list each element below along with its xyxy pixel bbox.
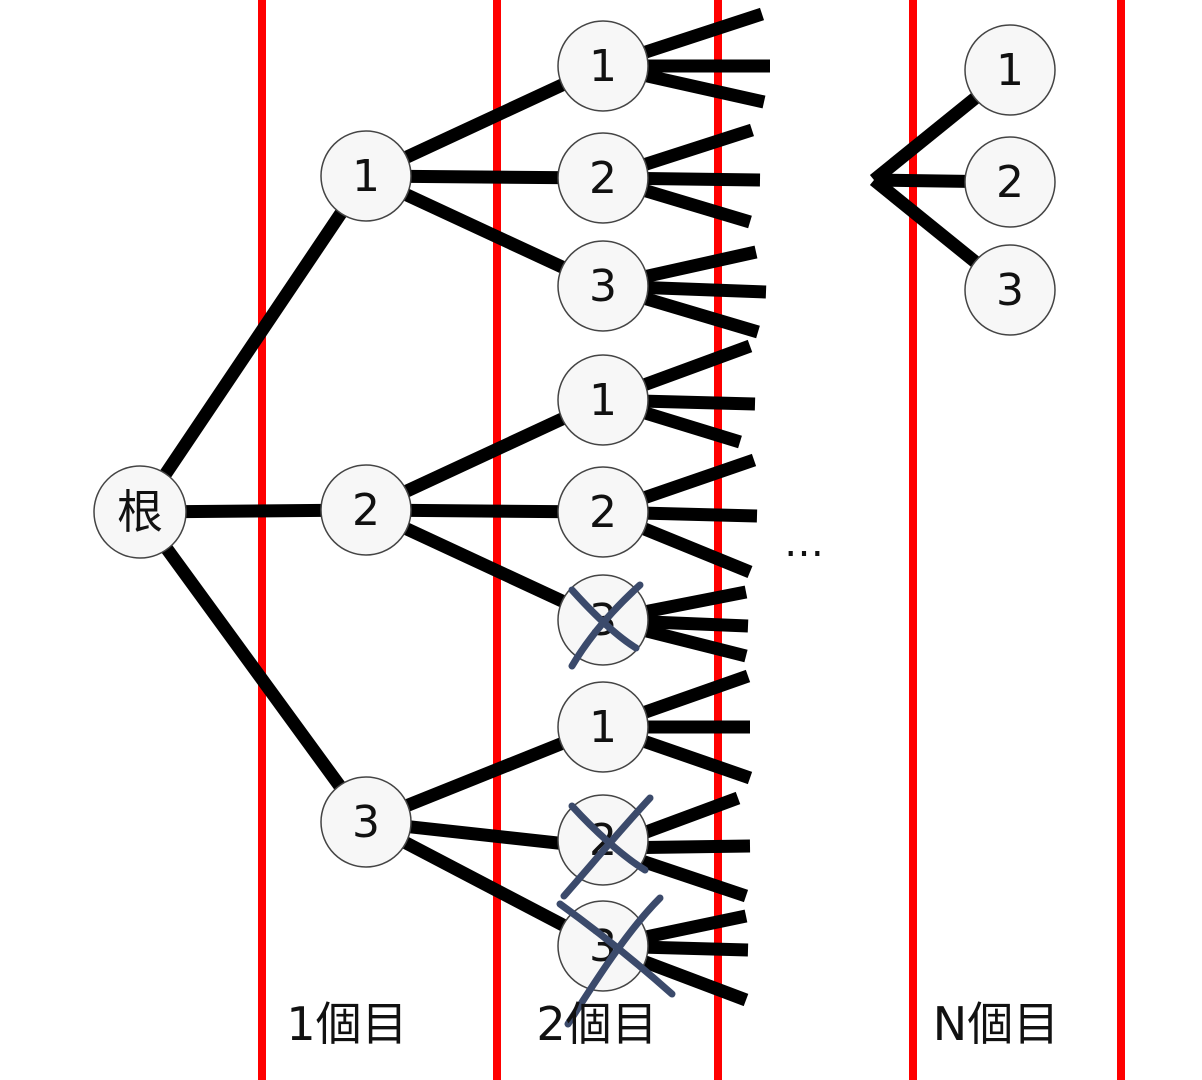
tree-node: 2 — [557, 132, 649, 224]
tree-node-label: 1 — [589, 375, 617, 426]
cross-marks — [556, 581, 676, 1028]
cross-mark-stroke — [568, 581, 644, 670]
tree-node-circle — [558, 355, 648, 445]
tree-node-circle — [558, 241, 648, 331]
tree-node-outline — [557, 681, 649, 773]
tree-node-circle — [965, 245, 1055, 335]
tree-edge — [134, 172, 372, 516]
tree-node-circle — [558, 133, 648, 223]
tree-node-outline — [320, 776, 412, 868]
tree-edge — [134, 508, 372, 826]
tree-node-outline — [964, 24, 1056, 116]
tree-node-circle — [558, 901, 648, 991]
tree-node-label: 2 — [589, 153, 617, 204]
cross-mark — [560, 794, 654, 900]
tree-node-outline — [557, 132, 649, 224]
tree-node-circle — [558, 21, 648, 111]
level-1-nodes: 1 2 3 — [320, 130, 412, 868]
tree-node-outline — [964, 136, 1056, 228]
tree-node-circle — [965, 137, 1055, 227]
tree-node-outline — [320, 464, 412, 556]
root-node-label: 根 — [117, 485, 163, 539]
column-labels: 1個目 2個目 N個目 — [286, 997, 1059, 1051]
tree-node-label: 3 — [352, 797, 380, 848]
tree-node: 1 — [557, 681, 649, 773]
cross-mark-stroke — [560, 794, 654, 900]
tree-node-circle — [321, 131, 411, 221]
root-node-circle — [94, 466, 186, 558]
tree-node-label: 2 — [589, 487, 617, 538]
ellipsis-label: … — [784, 520, 824, 566]
tree-node-outline — [557, 20, 649, 112]
tree-node: 2 — [557, 466, 649, 558]
tree-node-label: 1 — [352, 151, 380, 202]
tree-node-circle — [558, 467, 648, 557]
tree-node-label: 1 — [589, 702, 617, 753]
cross-mark — [556, 894, 676, 1028]
tree-node-outline — [557, 900, 649, 992]
tree-node: 1 — [557, 354, 649, 446]
tree-node: 3 — [320, 776, 412, 868]
column-label: 1個目 — [286, 997, 407, 1051]
tree-node: 1 — [320, 130, 412, 222]
tree-node: 1 — [964, 24, 1056, 116]
tree-node: 2 — [964, 136, 1056, 228]
tree-node-outline — [557, 574, 649, 666]
tree-node-circle — [321, 777, 411, 867]
tree-node-label: 2 — [996, 157, 1024, 208]
tree-node-outline — [557, 240, 649, 332]
tree-node-label: 1 — [589, 41, 617, 92]
cross-mark-stroke — [564, 894, 664, 1028]
column-label: 2個目 — [536, 997, 657, 1051]
tree-node-label: 3 — [996, 265, 1024, 316]
tree-node-outline — [320, 130, 412, 222]
column-label: N個目 — [933, 997, 1059, 1051]
level-n-nodes: 1 2 3 — [964, 24, 1056, 336]
tree-node-outline — [964, 244, 1056, 336]
tree-node-label: 3 — [589, 261, 617, 312]
tree-node-label: 1 — [996, 45, 1024, 96]
tree-node: 2 — [320, 464, 412, 556]
tree-node-outline — [557, 466, 649, 558]
tree-node-outline — [557, 794, 649, 886]
tree-node-label: 2 — [352, 485, 380, 536]
tree-node: 3 — [964, 244, 1056, 336]
cross-mark — [568, 581, 644, 670]
root-node-outline — [93, 465, 187, 559]
level-2-nodes: 1 2 3 1 2 — [557, 20, 649, 992]
tree-node: 3 — [557, 240, 649, 332]
tree-node-circle — [965, 25, 1055, 115]
tree-node: 1 — [557, 20, 649, 112]
root-node: 根 — [93, 465, 187, 559]
tree-node-circle — [321, 465, 411, 555]
tree-node-outline — [557, 354, 649, 446]
tree-node-circle — [558, 682, 648, 772]
